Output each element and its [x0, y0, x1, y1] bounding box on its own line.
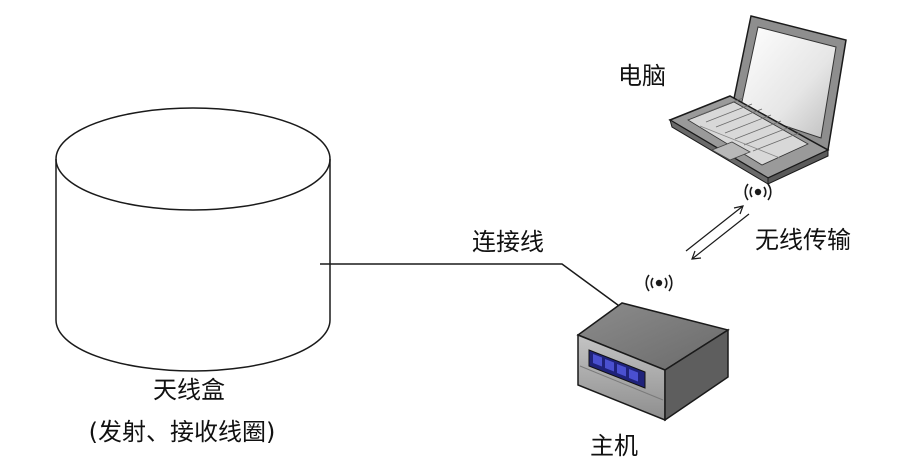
laptop-touchpad	[711, 141, 751, 161]
cylinder-top	[55, 107, 331, 211]
wireless-arrows	[685, 205, 750, 260]
host-device-icon	[576, 302, 730, 422]
wireless-signal-icon	[645, 274, 673, 292]
connection-line-label: 连接线	[472, 228, 544, 256]
host-indicator-leds	[588, 349, 646, 389]
antenna-box-label: 天线盒	[153, 376, 225, 404]
wireless-signal-icon	[744, 183, 772, 201]
cylinder-bottom	[55, 319, 331, 372]
laptop-screen	[739, 26, 837, 139]
antenna-box-cylinder	[55, 107, 331, 372]
connection-line	[320, 263, 623, 309]
laptop-keys	[696, 97, 800, 159]
computer-label: 电脑	[618, 62, 666, 90]
wireless-label: 无线传输	[755, 226, 851, 254]
host-label: 主机	[590, 432, 638, 460]
host-side	[664, 328, 729, 422]
antenna-box-note: (发射、接收线圈)	[88, 418, 276, 446]
laptop-base-side	[767, 149, 829, 185]
laptop-icon	[668, 15, 847, 185]
